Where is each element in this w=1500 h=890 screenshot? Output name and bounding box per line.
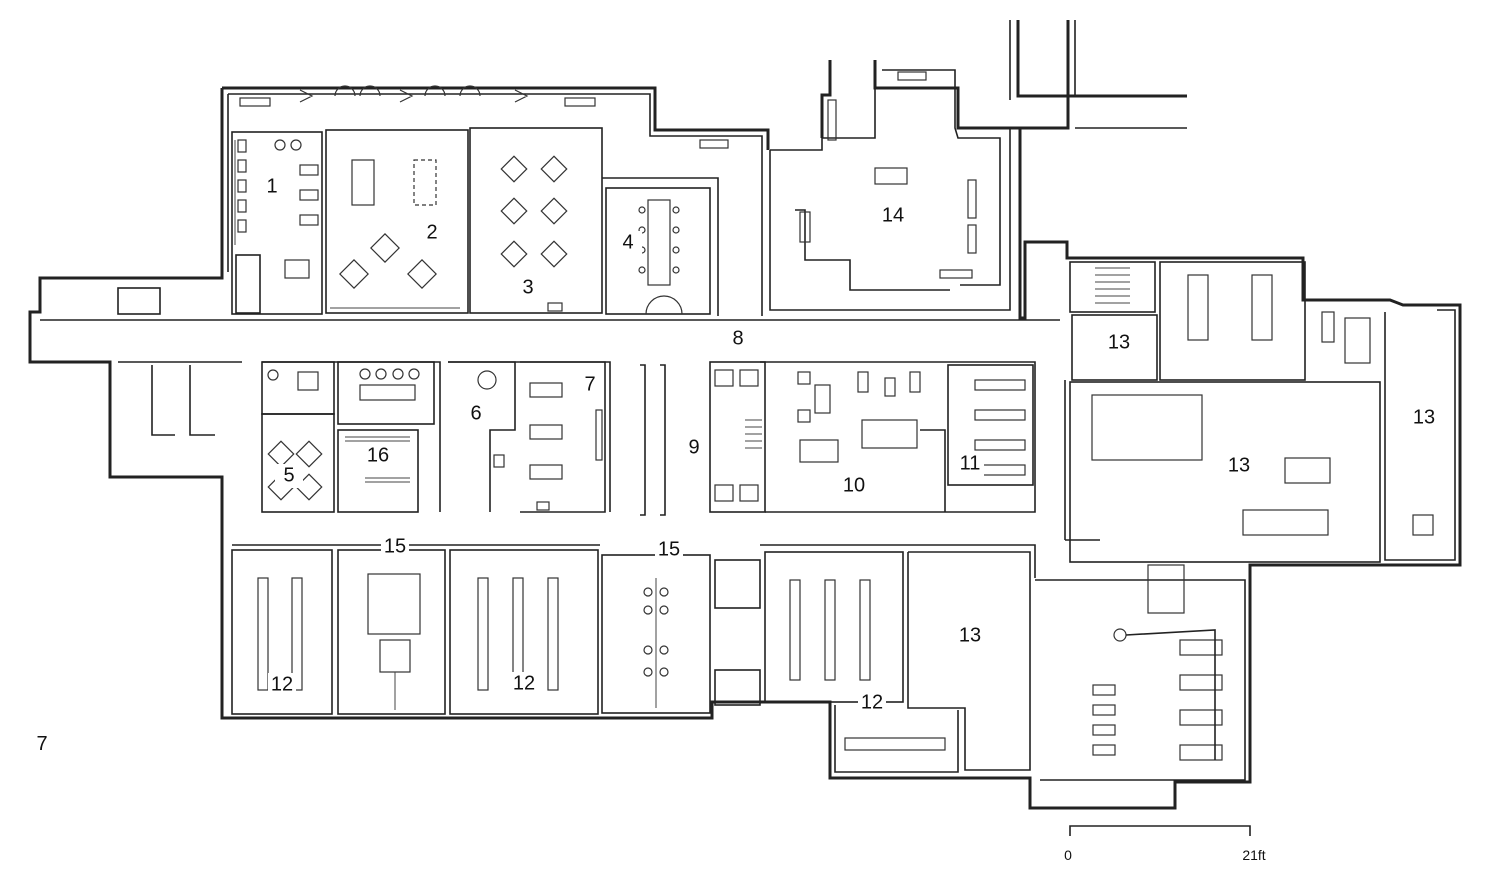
stair-block bbox=[1069, 261, 1156, 313]
scale-bar: 0 21ft bbox=[1064, 825, 1266, 863]
room-14 bbox=[769, 60, 1011, 311]
room-label-bg bbox=[655, 538, 683, 562]
room-3 bbox=[469, 127, 603, 314]
room-label-4: 4 bbox=[622, 231, 633, 253]
room-9 bbox=[640, 361, 766, 516]
main-corridor-walls bbox=[40, 319, 1100, 578]
room-label-bg bbox=[258, 175, 286, 199]
room-label-13: 13 bbox=[1228, 454, 1250, 476]
room-label-bg bbox=[840, 474, 868, 498]
room-13-south bbox=[907, 551, 1031, 771]
room-1 bbox=[231, 131, 323, 315]
room-label-15: 15 bbox=[658, 538, 680, 560]
room-label-bg bbox=[364, 444, 392, 468]
room-label-3: 3 bbox=[522, 276, 533, 298]
room-label-2: 2 bbox=[426, 221, 437, 243]
room-label-bg bbox=[381, 535, 409, 559]
room-13-north bbox=[1071, 261, 1306, 381]
room-label-bg bbox=[680, 436, 708, 460]
room-label-bg bbox=[1225, 454, 1253, 478]
room-label-7: 7 bbox=[584, 373, 595, 395]
room-label-11: 11 bbox=[960, 452, 981, 474]
room-label-bg bbox=[1105, 331, 1133, 355]
room-label-bg bbox=[858, 691, 886, 715]
room-4 bbox=[602, 177, 719, 316]
room-label-bg bbox=[724, 327, 752, 351]
room-label-13: 13 bbox=[1108, 331, 1130, 353]
room-label-12: 12 bbox=[513, 672, 535, 694]
room-label-13: 13 bbox=[959, 624, 981, 646]
room-2 bbox=[325, 129, 469, 314]
room-10 bbox=[797, 371, 946, 512]
room-15-east bbox=[601, 554, 761, 714]
room-label-bg bbox=[614, 231, 642, 255]
room-label-bg bbox=[956, 452, 984, 476]
room-label-12: 12 bbox=[271, 673, 293, 695]
room-label-12: 12 bbox=[861, 691, 883, 713]
room-label-14: 14 bbox=[882, 204, 904, 226]
room-label-bg bbox=[576, 373, 604, 397]
room-label-bg bbox=[418, 221, 446, 245]
figure-number: 7 bbox=[36, 733, 47, 755]
scale-end-label: 21ft bbox=[1242, 847, 1265, 863]
room-label-5: 5 bbox=[283, 464, 294, 486]
room-label-bg bbox=[462, 402, 490, 426]
room-label-13: 13 bbox=[1413, 406, 1435, 428]
room-12-west bbox=[231, 549, 333, 715]
room-label-bg bbox=[268, 673, 296, 697]
room-label-bg bbox=[879, 204, 907, 228]
room-label-bg bbox=[275, 464, 303, 488]
room-label-bg bbox=[1410, 406, 1438, 430]
scale-start-label: 0 bbox=[1064, 847, 1072, 863]
room-label-6: 6 bbox=[470, 402, 481, 424]
room-5-16-cluster bbox=[261, 361, 435, 513]
room-label-16: 16 bbox=[367, 444, 389, 466]
room-label-15: 15 bbox=[384, 535, 406, 557]
room-label-bg bbox=[956, 624, 984, 648]
room-label-10: 10 bbox=[843, 474, 865, 496]
room-12-east bbox=[764, 551, 959, 773]
west-small-rooms bbox=[117, 287, 215, 436]
room-label-1: 1 bbox=[266, 175, 277, 197]
room-label-bg bbox=[514, 276, 542, 300]
north-lobby bbox=[228, 85, 763, 316]
room-13-east bbox=[1321, 309, 1456, 561]
room-label-9: 9 bbox=[688, 436, 699, 458]
room-13-large bbox=[1035, 381, 1381, 781]
building-outline bbox=[28, 20, 1462, 810]
room-label-bg bbox=[510, 672, 538, 696]
room-label-8: 8 bbox=[732, 327, 743, 349]
room-6-7 bbox=[448, 361, 606, 513]
room-15-west bbox=[337, 549, 446, 715]
